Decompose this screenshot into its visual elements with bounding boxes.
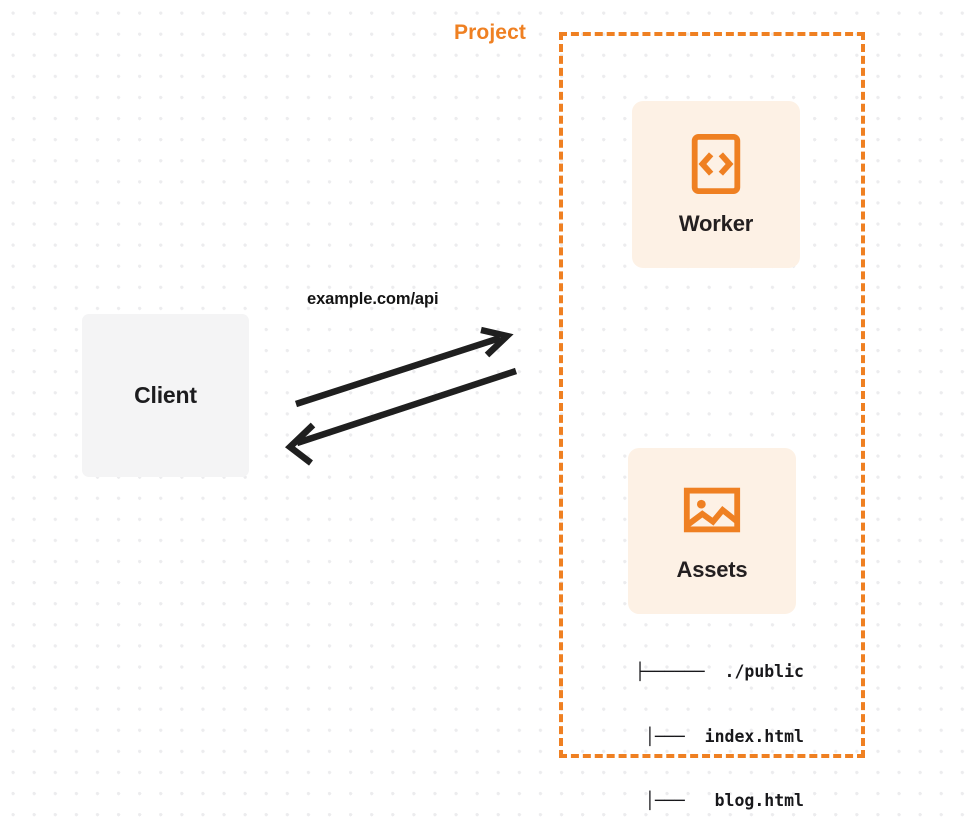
client-node[interactable]: Client [82, 314, 249, 477]
project-boundary [559, 32, 865, 758]
image-icon [683, 487, 741, 533]
code-brackets-icon [691, 133, 741, 194]
response-arrow [285, 367, 518, 466]
project-title: Project [447, 21, 533, 45]
connection-label: example.com/api [307, 290, 439, 308]
file-tree-row: │─── index.html [605, 726, 804, 746]
request-arrow [294, 326, 514, 408]
file-tree-row: ├────── ./public [635, 662, 804, 681]
worker-node-label: Worker [678, 210, 754, 236]
worker-node[interactable]: Worker [632, 101, 800, 268]
file-tree-row: │─── blog.html [605, 791, 804, 810]
assets-node-label: Assets [676, 557, 748, 582]
client-node-label: Client [134, 382, 197, 408]
assets-node[interactable]: Assets [628, 448, 796, 614]
assets-file-tree: ├────── ./public │─── index.html │─── bl… [604, 618, 804, 818]
